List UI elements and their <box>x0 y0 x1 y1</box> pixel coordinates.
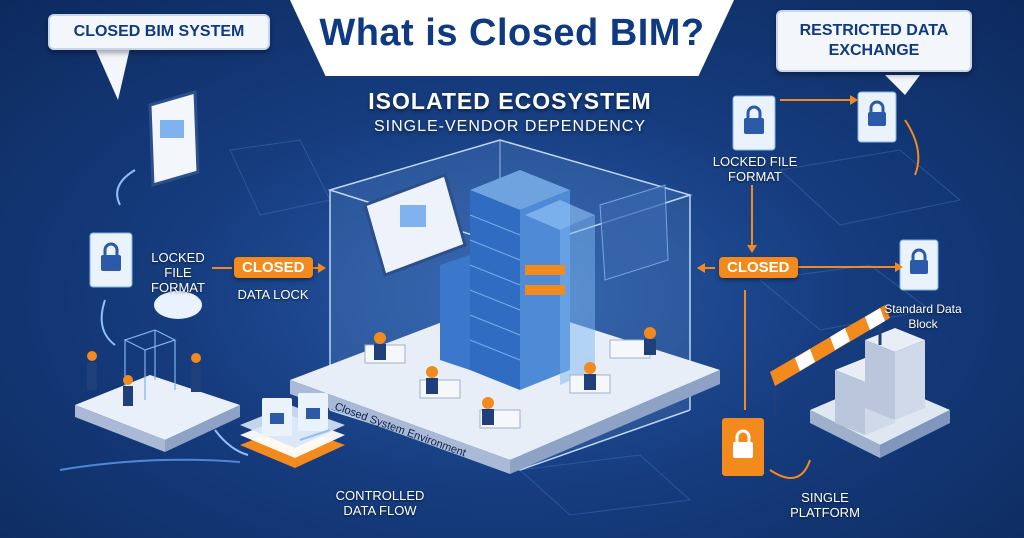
blueprint-lines <box>229 139 962 516</box>
label-locked-file-format-right: Locked File Format <box>712 154 798 184</box>
closed-badge-right: CLOSED <box>719 257 798 278</box>
left-team-platform <box>75 291 240 452</box>
closed-badge-left: CLOSED <box>234 257 313 278</box>
tower-building <box>440 170 595 390</box>
label-locked-file-format-left: Locked File Format <box>151 250 205 295</box>
callout-closed-bim-system: Closed BIM System <box>48 14 270 50</box>
callout-restricted-data-exchange: Restricted Data Exchange <box>776 10 972 72</box>
label-controlled-data-flow: Controlled Data Flow <box>335 488 425 518</box>
barrier <box>770 305 890 415</box>
locked-documents <box>89 91 939 476</box>
data-layers <box>240 405 345 468</box>
label-standard-data-block: Standard Data Block <box>884 302 962 331</box>
floating-screens <box>148 90 669 281</box>
arrow-heads <box>318 95 903 273</box>
ecosystem-subheading: Single-Vendor Dependency <box>373 118 647 135</box>
title-banner <box>290 0 734 76</box>
office-workers <box>364 327 656 429</box>
flow-arrows <box>59 99 920 479</box>
label-single-platform: Single Platform <box>790 490 860 520</box>
label-data-lock: Data Lock <box>237 287 309 302</box>
ecosystem-heading: Isolated Ecosystem <box>368 88 652 114</box>
page-title: What is Closed BIM? <box>319 12 705 54</box>
